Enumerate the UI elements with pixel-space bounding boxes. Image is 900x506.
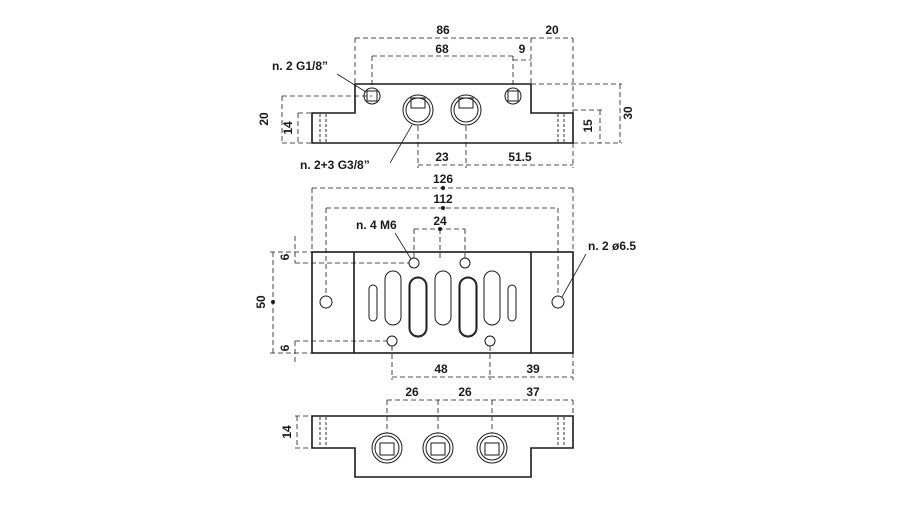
dim-37: 37 [526, 385, 540, 399]
dim-6-top: 6 [278, 253, 292, 260]
note-hole: n. 2 ø6.5 [588, 239, 636, 253]
bottom-view-body-outline [311, 415, 574, 478]
m6-hole-bottom-left [386, 335, 398, 347]
dim-112: 112 [433, 192, 453, 206]
port-bottom-1 [371, 432, 403, 464]
dim-14-bottom: 14 [280, 425, 294, 439]
dim-6-bottom: 6 [278, 344, 292, 351]
dim-20-top: 20 [545, 23, 559, 37]
dim-68: 68 [435, 42, 449, 56]
note-g38: n. 2+3 G3/8” [300, 158, 370, 172]
dim-23: 23 [435, 150, 449, 164]
dim-51-5: 51.5 [508, 150, 532, 164]
dim-26-b: 26 [458, 385, 472, 399]
dim-39: 39 [526, 362, 540, 376]
plan-view: 126 112 24 n. 4 M6 n. 2 ø6.5 50 6 6 [254, 172, 636, 380]
dim-15-right: 15 [581, 119, 595, 133]
dim-86: 86 [436, 23, 450, 37]
bottom-view: 26 26 37 14 [280, 385, 574, 478]
m6-hole-bottom-right [484, 335, 496, 347]
plan-view-body-outline [311, 251, 574, 354]
dim-20-left: 20 [257, 112, 271, 126]
top-view-body-outline [311, 83, 574, 144]
slots [368, 270, 517, 338]
dim-50: 50 [254, 295, 268, 309]
dim-9: 9 [519, 42, 526, 56]
dim-30-right: 30 [621, 106, 635, 120]
port-g38-right [450, 94, 482, 126]
dim-126: 126 [433, 172, 453, 186]
top-view: 86 20 68 9 n. 2 G1/8” 20 14 15 30 [257, 23, 635, 172]
dim-26-a: 26 [405, 385, 419, 399]
dim-24: 24 [433, 214, 447, 228]
port-bottom-2 [422, 432, 454, 464]
note-g18: n. 2 G1/8” [272, 59, 328, 73]
note-m6: n. 4 M6 [356, 218, 397, 232]
m6-hole-top-right [459, 257, 471, 269]
dim-14-left: 14 [281, 121, 295, 135]
port-g18-right [504, 87, 522, 105]
port-g38-left [402, 94, 434, 126]
mounting-hole-right [551, 295, 565, 309]
dim-48: 48 [434, 362, 448, 376]
m6-hole-top-left [408, 257, 420, 269]
mounting-hole-left [319, 295, 333, 309]
port-bottom-3 [476, 432, 508, 464]
